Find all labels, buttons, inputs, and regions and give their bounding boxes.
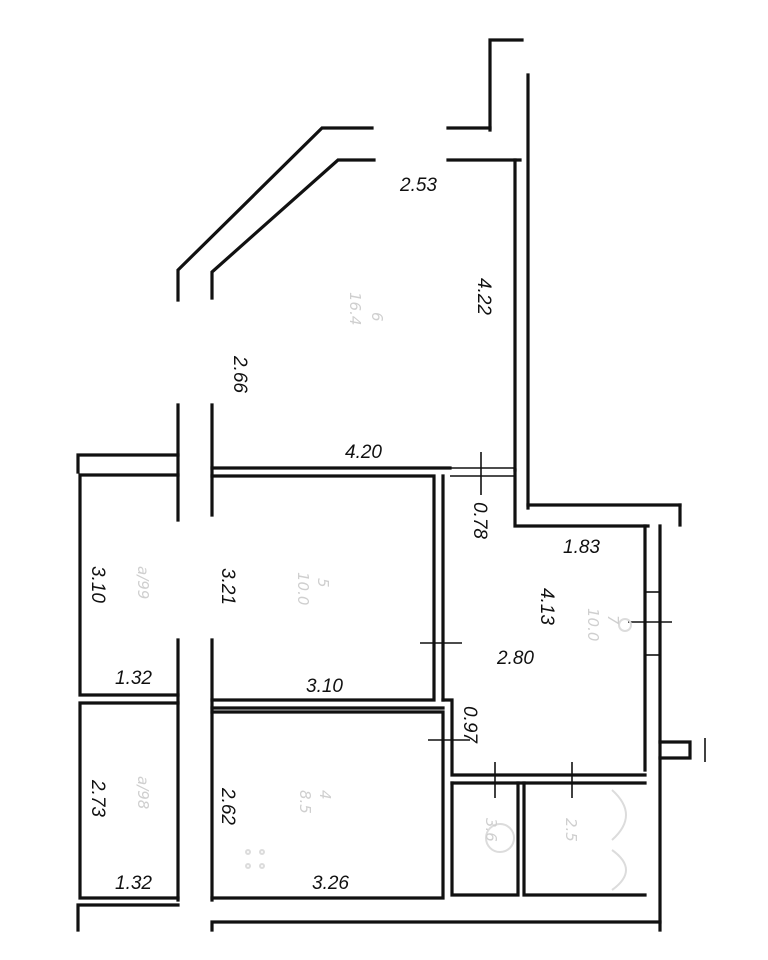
loggia-upper-box [78,473,180,697]
dim-room4-left: 2.62 [217,787,238,825]
wall-hall-right-top [513,468,650,528]
dim-hall-gap: 0.78 [469,502,490,539]
stove-fixture [245,849,265,869]
bath-box [450,781,520,897]
room7-number: 7 [604,615,622,625]
dim-loggia-left-upper: 3.10 [87,566,108,603]
fixtures [245,618,632,891]
loggia-lower-box [78,701,180,900]
wall-bottom-left [76,903,180,932]
dimension-labels: 2.53 4.22 2.66 4.20 0.78 1.83 4.13 2.80 … [87,175,600,894]
room4-box [210,710,445,900]
loggia-lower-label: a/98 [134,776,152,809]
wall-diagonal-outer [176,126,374,302]
wall-hall-left-lower [441,698,647,777]
dim-hall-width: 2.80 [496,648,534,669]
room-labels: 6 16.4 5 10.0 7 10.0 4 8.5 a/99 a/98 3.6… [134,292,622,842]
bath-fixture-2 [611,849,627,891]
bath-fixture [611,789,627,841]
room5-area: 10.0 [294,572,312,605]
room4-area: 8.5 [296,790,314,814]
bath-label: 3.6 [482,818,500,842]
room6-number: 6 [368,312,386,322]
outline-fixture-right [618,618,632,632]
room5-number: 5 [314,578,332,588]
room5-box [210,474,436,702]
room7-area: 10.0 [584,608,602,641]
room4-number: 4 [316,790,334,800]
dim-upper-room-bottom: 4.20 [345,442,382,463]
room6-area: 16.4 [346,292,364,325]
dim-hall-height: 4.13 [536,588,557,625]
wall-bottom-mid [210,920,662,932]
dim-loggia-bottom-lower: 1.32 [115,873,152,894]
dim-right-room-top: 1.83 [563,537,600,558]
dim-hall-lower-gap: 0.97 [459,706,480,744]
dim-room5-bottom: 3.10 [306,676,343,697]
dim-left-wall-upper: 2.66 [229,355,250,393]
dim-loggia-bottom-upper: 1.32 [115,668,152,689]
wall-far-left-top [76,453,180,474]
dim-room5-left: 3.21 [217,568,238,605]
loggia-upper-label: a/99 [134,566,152,599]
toilet-fixture [485,823,515,853]
vent [658,740,692,760]
dim-top-width: 2.53 [399,175,437,196]
wc-label: 2.5 [562,818,580,842]
dim-room4-bottom: 3.26 [312,873,349,894]
wall-diagonal-inner [210,158,376,300]
ticks [420,452,672,798]
wall-top-right-stub [488,38,524,132]
walls [76,38,706,932]
dim-loggia-left-lower: 2.73 [87,779,108,817]
dim-top-right-wall: 4.22 [473,278,494,315]
wc-box [522,781,647,897]
